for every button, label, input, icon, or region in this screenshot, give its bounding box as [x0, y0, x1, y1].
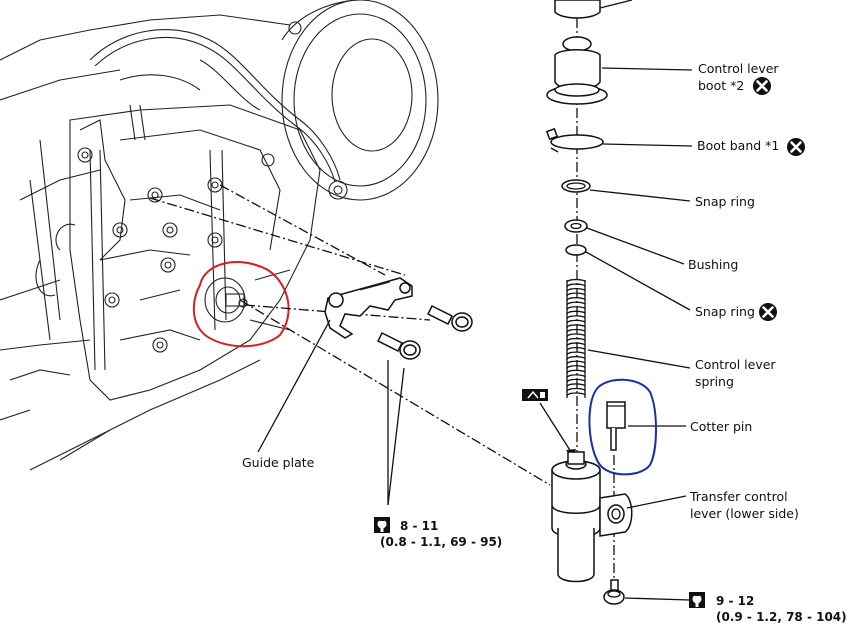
torque-wrench-icon: [689, 592, 705, 608]
torque-wrench-icon: [374, 517, 390, 533]
guide-bolt-torque-bracket: [387, 360, 405, 506]
grease-icon: [522, 389, 548, 401]
bushing-label: Bushing: [688, 257, 738, 272]
replace-part-icon: [757, 301, 779, 323]
transfer-lever-label-2: lever (lower side): [690, 506, 799, 521]
snap-ring-lower: [565, 244, 587, 256]
lever-bolt: [603, 579, 625, 605]
guide-plate-bolt-upper: [426, 304, 473, 332]
control-lever-boot-label-2: boot *2: [698, 78, 744, 93]
replace-part-icon: [785, 136, 807, 158]
guide-bolt-torque-unit: (0.8 - 1.1, 69 - 95): [380, 535, 502, 549]
guide-plate-bolt-lower: [376, 331, 421, 360]
guide-plate-label: Guide plate: [242, 455, 315, 470]
transfer-control-lever: [551, 451, 633, 583]
control-lever-boot-label: Control lever: [698, 61, 779, 76]
cotter-pin-label: Cotter pin: [690, 419, 752, 434]
snap-ring-upper-label: Snap ring: [695, 194, 755, 209]
control-lever-spring: [566, 278, 586, 398]
transmission-housing: [0, 0, 439, 471]
guide-bolt-torque-value: 8 - 11: [400, 519, 438, 533]
guide-plate: [324, 277, 413, 339]
blue-annotation-circle: [588, 378, 657, 476]
spring-coils: [566, 278, 586, 397]
lever-bolt-torque-value: 9 - 12: [716, 594, 754, 608]
boot-band: [545, 127, 604, 153]
red-annotation-circle: [192, 261, 290, 348]
control-lever-spring-label: Control lever: [695, 357, 776, 372]
snap-ring-lower-label: Snap ring: [695, 304, 755, 319]
replace-part-icon: [751, 75, 773, 97]
guide-plate-leader: [257, 319, 331, 453]
control-lever-boot: [546, 36, 608, 105]
cotter-pin: [606, 401, 626, 451]
transfer-lever-label: Transfer control: [689, 489, 788, 504]
boot-band-label: Boot band *1: [697, 138, 779, 153]
control-lever-spring-label-2: spring: [695, 374, 734, 389]
snap-ring-upper: [561, 179, 591, 193]
spring-outline: [566, 280, 586, 398]
upper-lever-part: [554, 0, 633, 19]
lever-bolt-torque-unit: (0.9 - 1.2, 78 - 104): [716, 610, 847, 624]
bushing: [564, 219, 588, 233]
